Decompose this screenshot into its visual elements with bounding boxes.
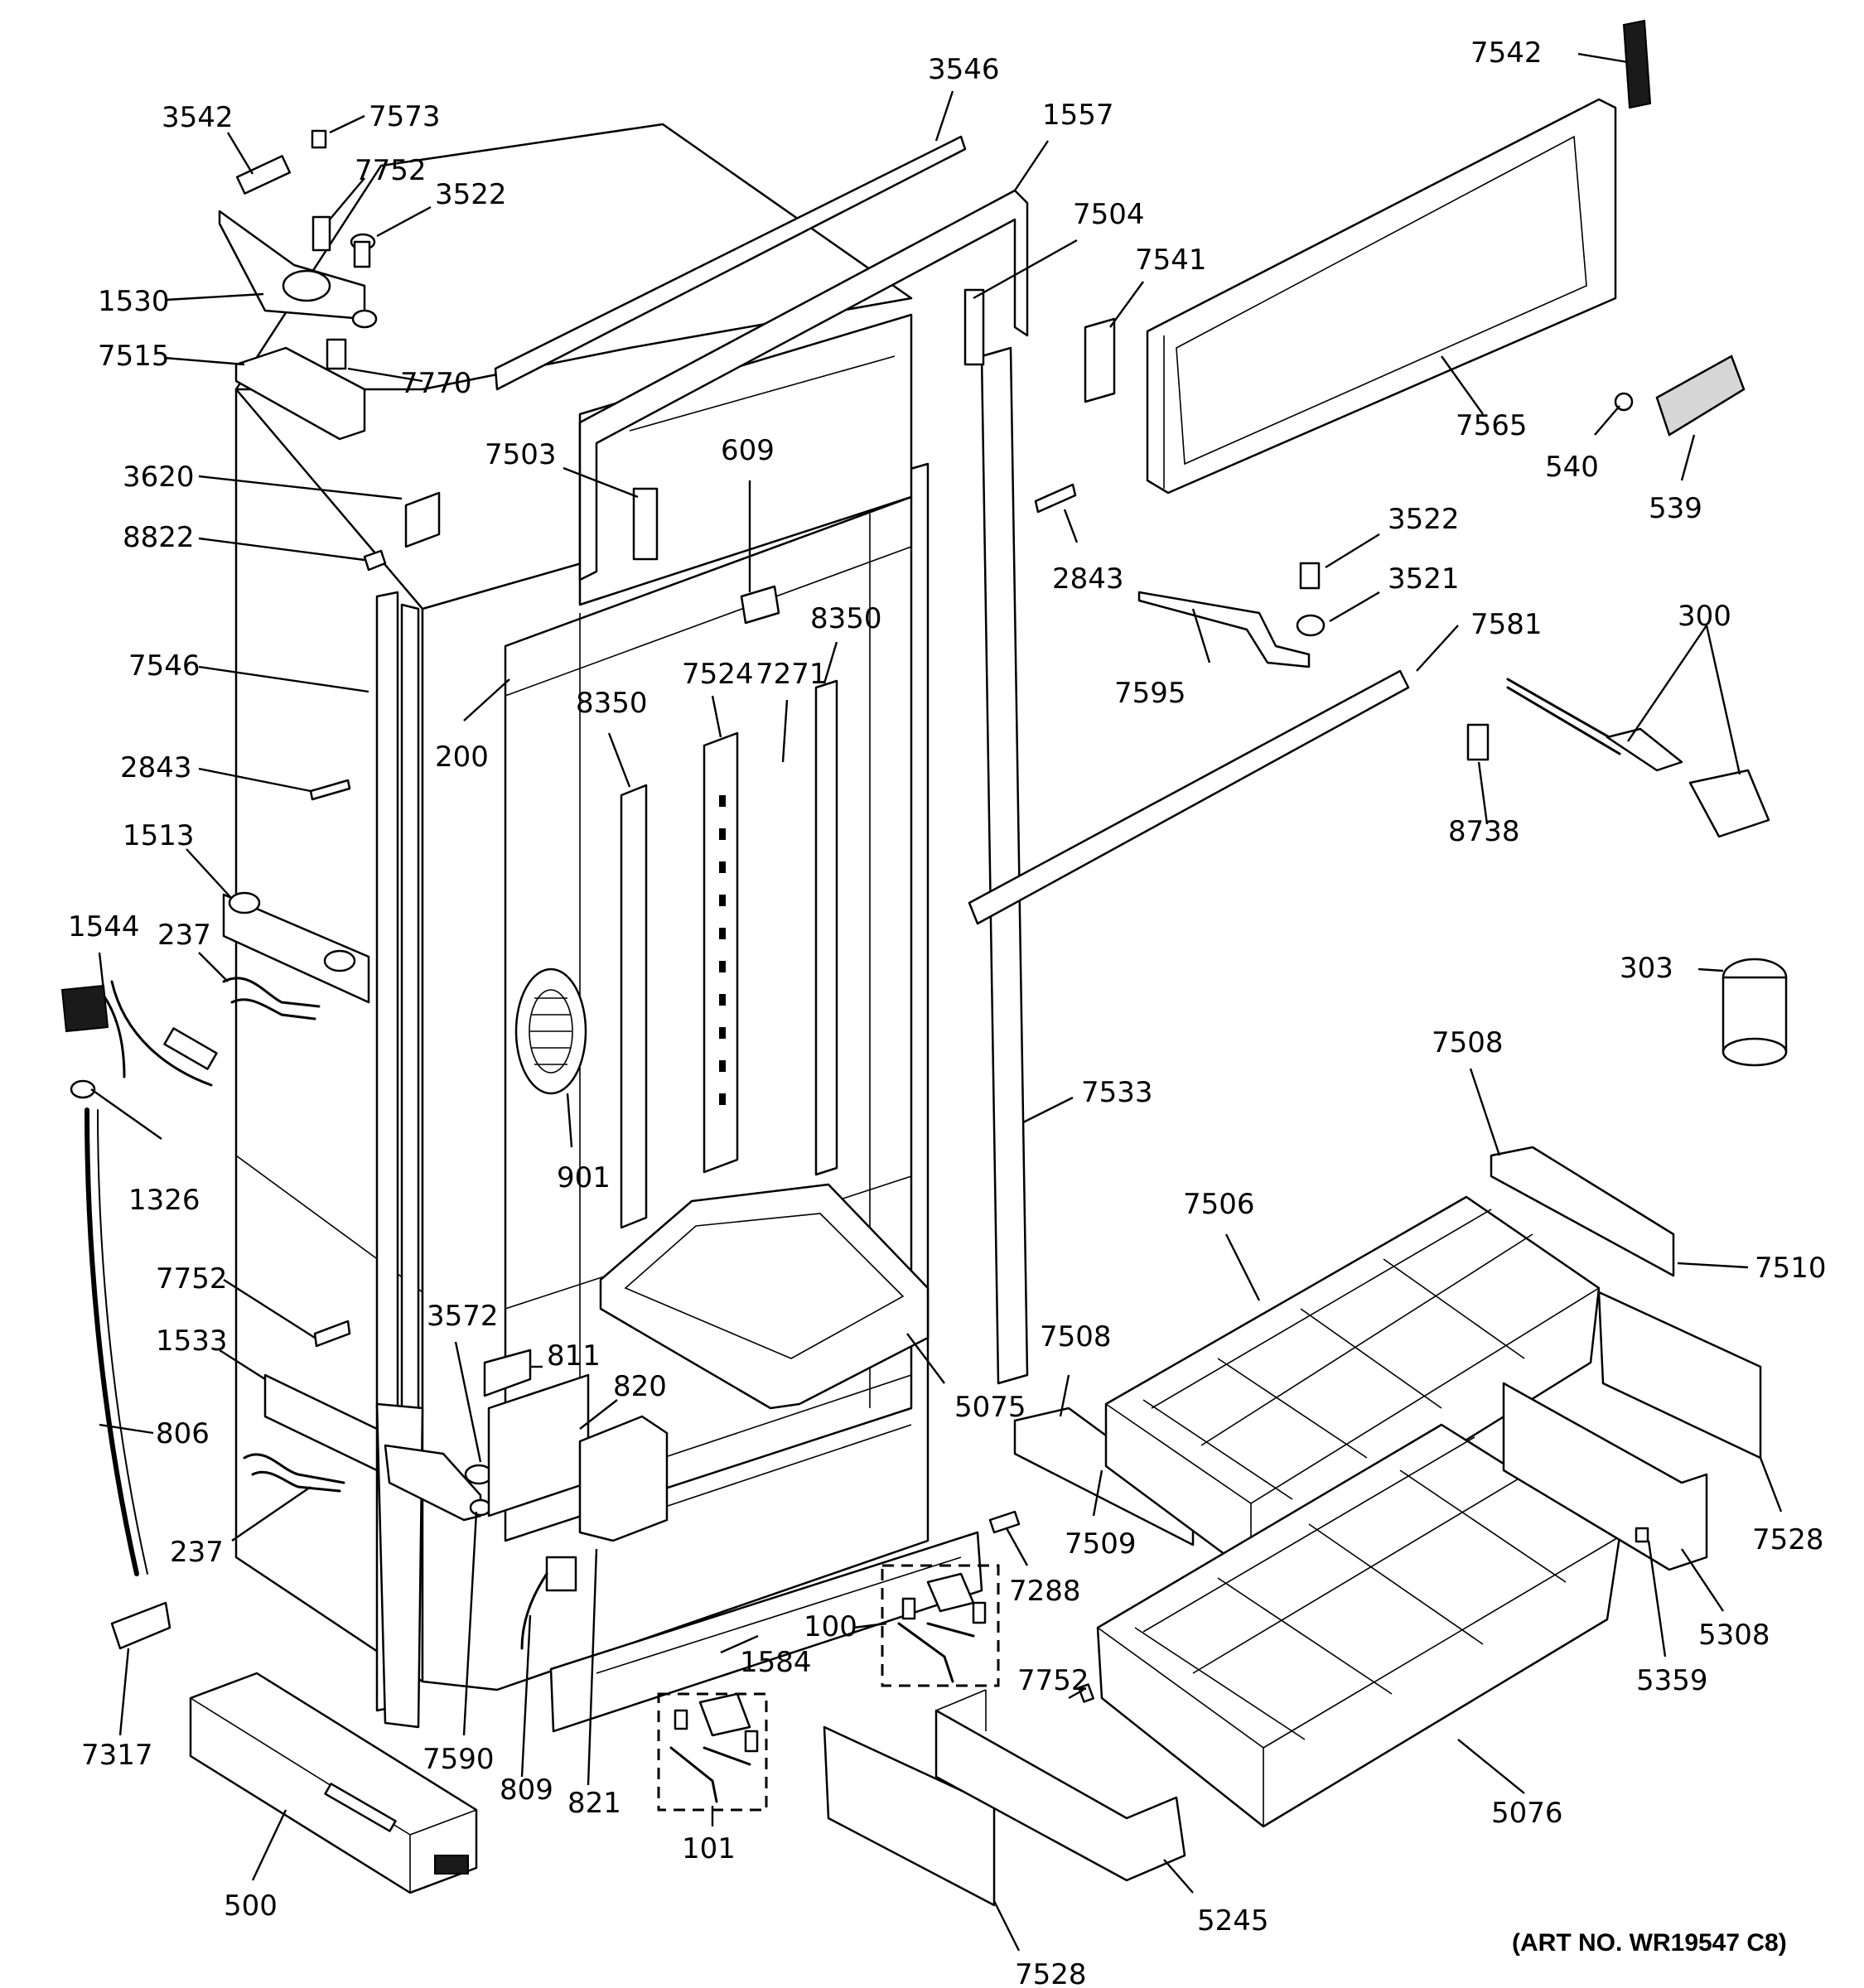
callout-7528-bottom: 7528	[1015, 1958, 1087, 1988]
callout-5308: 5308	[1698, 1619, 1770, 1652]
callout-303: 303	[1620, 952, 1673, 985]
callout-7752-top: 7752	[355, 154, 427, 187]
callout-5076: 5076	[1491, 1797, 1563, 1830]
callout-8738: 8738	[1448, 815, 1520, 848]
callout-5075: 5075	[954, 1391, 1026, 1424]
callout-806: 806	[156, 1417, 210, 1450]
callout-237-lower: 237	[170, 1536, 224, 1569]
callout-609: 609	[721, 434, 775, 467]
callout-7524: 7524	[682, 658, 754, 691]
callout-7752-left: 7752	[156, 1262, 228, 1296]
callout-7515: 7515	[98, 340, 170, 373]
callout-7508-lower: 7508	[1040, 1320, 1112, 1353]
callout-3522-top: 3522	[435, 178, 507, 211]
electrical-parts	[483, 1349, 669, 1650]
callout-5245: 5245	[1197, 1904, 1269, 1937]
callout-5359: 5359	[1636, 1664, 1708, 1697]
bottom-box-500	[189, 1672, 478, 1894]
callout-7533: 7533	[1081, 1076, 1153, 1109]
callout-7288: 7288	[1009, 1575, 1081, 1608]
callout-200: 200	[435, 741, 489, 774]
callout-7542: 7542	[1470, 36, 1543, 70]
callout-7573: 7573	[369, 100, 441, 133]
callout-1530: 1530	[98, 285, 170, 318]
left-hardware	[60, 779, 379, 1650]
callout-3620: 3620	[123, 461, 195, 494]
art-number: (ART NO. WR19547 C8)	[1512, 1929, 1787, 1957]
callout-2843-right: 2843	[1052, 562, 1124, 596]
callout-1326: 1326	[128, 1184, 200, 1217]
callout-7506: 7506	[1183, 1188, 1255, 1221]
callout-901: 901	[557, 1161, 611, 1194]
lower-panels	[823, 1407, 1195, 1907]
callout-3572: 3572	[427, 1300, 499, 1333]
callout-820: 820	[613, 1370, 667, 1403]
callout-100: 100	[804, 1610, 857, 1643]
callout-809: 809	[500, 1773, 553, 1807]
crisper-bin-5075	[599, 1183, 930, 1410]
callout-1533: 1533	[156, 1325, 228, 1358]
callout-101: 101	[682, 1832, 736, 1865]
kit-101	[657, 1692, 768, 1812]
callout-8822: 8822	[123, 521, 195, 554]
top-hinge	[218, 129, 441, 572]
callout-237-upper: 237	[157, 919, 211, 952]
callout-7271: 7271	[756, 658, 828, 691]
callout-7509: 7509	[1065, 1527, 1137, 1561]
callout-7504: 7504	[1073, 198, 1145, 231]
callout-8350-right: 8350	[810, 602, 882, 635]
fan-cover	[514, 967, 587, 1095]
callout-7581: 7581	[1470, 608, 1543, 641]
shelf-rails	[620, 679, 838, 1229]
callout-1544: 1544	[68, 910, 140, 943]
callout-7528-right: 7528	[1752, 1523, 1824, 1556]
callout-540: 540	[1545, 451, 1599, 484]
wire-baskets	[1096, 1146, 1762, 1828]
callout-7590: 7590	[423, 1743, 495, 1776]
kit-100	[881, 1564, 1000, 1687]
callout-7770: 7770	[400, 367, 472, 400]
callout-1584: 1584	[740, 1646, 812, 1679]
callout-7510: 7510	[1755, 1252, 1827, 1285]
kick-plate-1584	[549, 1531, 983, 1733]
callout-7503: 7503	[485, 438, 557, 471]
callout-3542: 3542	[162, 101, 234, 134]
callout-539: 539	[1649, 492, 1702, 525]
drawer-front-7565	[1146, 98, 1617, 495]
callout-labels: 3542 7573 7752 3522 1530 7515 7770 3620 …	[68, 36, 1827, 1988]
callout-7317: 7317	[81, 1739, 153, 1772]
leader-lines	[90, 52, 1783, 1952]
callout-811: 811	[547, 1339, 601, 1373]
callout-3522-right: 3522	[1388, 503, 1460, 536]
callout-7565: 7565	[1456, 409, 1528, 442]
top-trims	[494, 135, 1410, 1385]
callout-3546: 3546	[928, 53, 1000, 86]
callout-7508-upper: 7508	[1432, 1026, 1504, 1059]
callout-7541: 7541	[1135, 244, 1207, 277]
callout-821: 821	[567, 1787, 621, 1820]
callout-300: 300	[1678, 600, 1731, 633]
callout-500: 500	[224, 1889, 278, 1923]
callout-7752-lower: 7752	[1017, 1664, 1089, 1697]
callout-7595: 7595	[1114, 677, 1186, 710]
right-hardware	[1034, 19, 1788, 1067]
callout-7546: 7546	[128, 649, 200, 683]
callout-1557: 1557	[1042, 99, 1114, 132]
lower-hinge	[375, 1402, 494, 1729]
callout-8350-left: 8350	[576, 687, 648, 720]
callout-3521: 3521	[1388, 562, 1460, 596]
callout-2843-left: 2843	[120, 751, 192, 784]
callout-1513: 1513	[123, 819, 195, 852]
